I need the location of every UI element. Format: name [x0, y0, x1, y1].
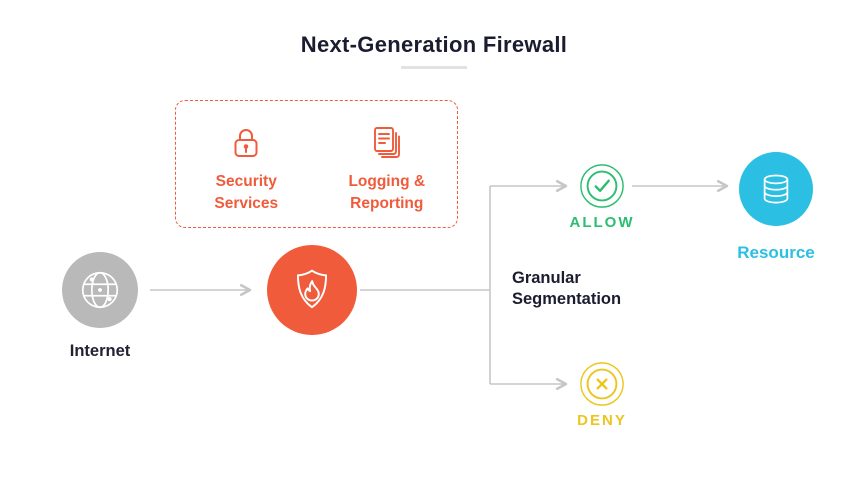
page-title: Next-Generation Firewall	[300, 32, 568, 57]
resource-label: Resource	[737, 243, 815, 262]
logging-reporting-item: Logging & Reporting	[322, 123, 452, 214]
report-pages-icon	[373, 127, 400, 158]
check-circle-icon	[580, 164, 624, 208]
shield-flame-icon	[296, 269, 328, 309]
granular-segmentation-label: Granular Segmentation	[512, 269, 622, 309]
deny-label: DENY	[577, 412, 627, 429]
lock-icon	[234, 129, 258, 157]
allow-label: ALLOW	[569, 214, 635, 231]
internet-node	[62, 252, 138, 328]
firewall-node	[267, 245, 357, 335]
resource-node	[739, 152, 813, 226]
internet-label: Internet	[69, 342, 131, 360]
title-underline	[401, 66, 467, 69]
x-circle-icon	[580, 362, 624, 406]
globe-network-icon	[81, 271, 119, 309]
security-services-panel: Security Services Logging & Reporting	[175, 100, 458, 228]
security-services-item: Security Services	[181, 123, 311, 214]
security-services-label: Security Services	[214, 173, 279, 212]
logging-reporting-label: Logging & Reporting	[348, 173, 426, 212]
database-icon	[763, 174, 789, 204]
